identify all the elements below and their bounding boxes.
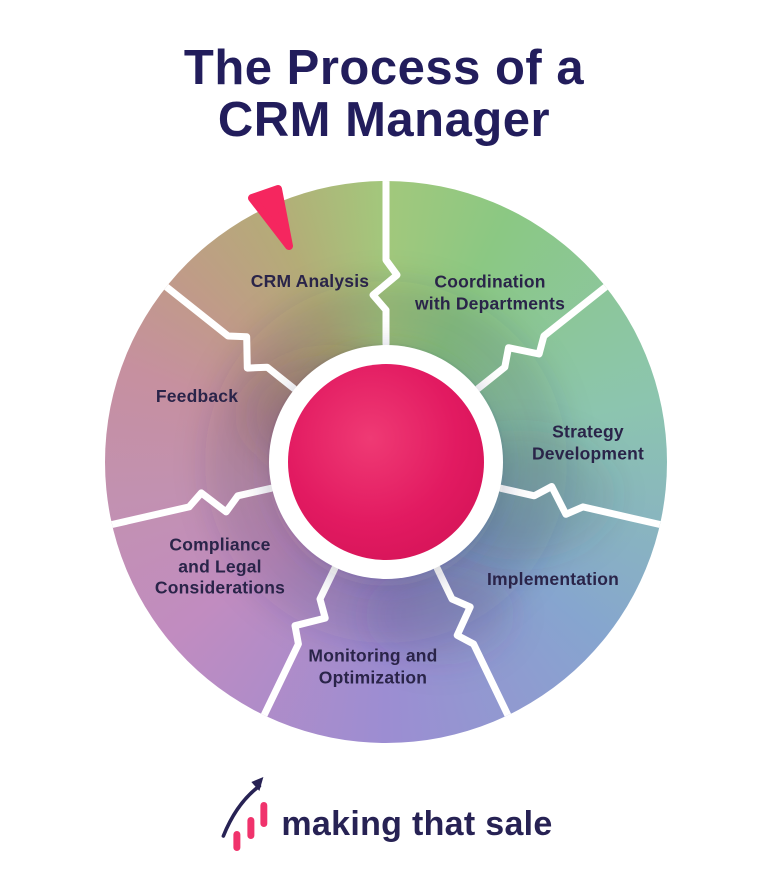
logo-arrowhead-icon (251, 777, 264, 791)
brand-footer: making that sale (215, 772, 552, 854)
page-title: The Process of a CRM Manager (183, 41, 585, 148)
segment-label-coordination-with-departments: Coordination with Departments (414, 271, 566, 313)
segment-label-compliance-and-legal-considerations: Compliance and Legal Considerations (154, 534, 286, 598)
brand-name: making that sale (281, 805, 553, 843)
growth-chart-icon (221, 777, 268, 851)
segment-label-implementation: Implementation (486, 569, 620, 590)
segment-label-strategy-development: Strategy Development (531, 421, 645, 463)
segment-label-feedback: Feedback (155, 386, 239, 407)
segment-label-monitoring-and-optimization: Monitoring and Optimization (308, 645, 438, 687)
logo-growth-curve (221, 784, 262, 838)
segment-label-crm-analysis: CRM Analysis (250, 271, 370, 292)
logo-bar-tall (260, 802, 268, 827)
logo-bar-short (233, 831, 241, 851)
logo-bar-medium (247, 817, 255, 839)
